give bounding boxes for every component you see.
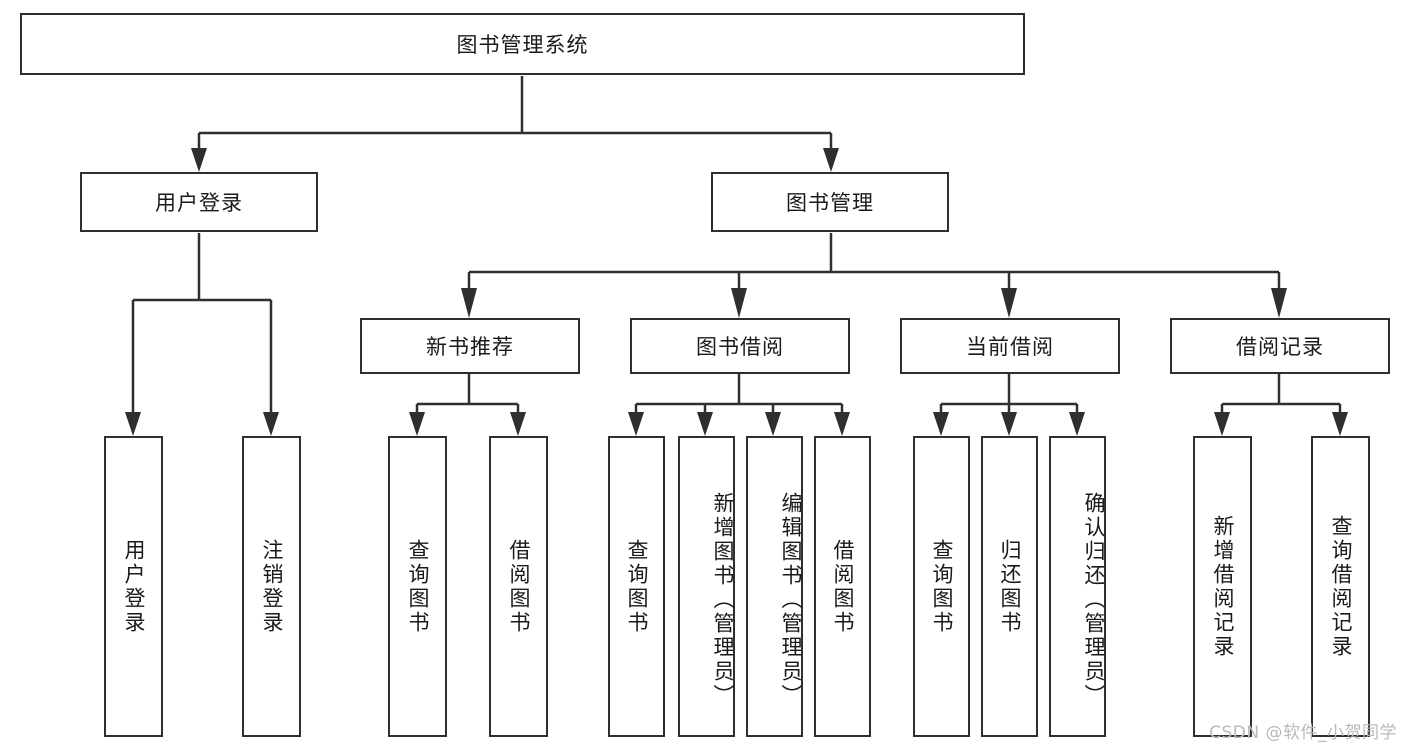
arrow-leaf-book-borrow-3 xyxy=(765,412,781,436)
leaf-borrow-record-query-record[interactable]: 查询借阅记录 xyxy=(1311,436,1370,737)
leaf-book-borrow-add-book-admin[interactable]: 新增图书（管理员） xyxy=(678,436,735,737)
node-label: 用户登录 xyxy=(122,538,146,635)
arrow-leaf-user-login-2 xyxy=(263,412,279,436)
arrow-to-current-borrow xyxy=(1001,288,1017,318)
node-book-management[interactable]: 图书管理 xyxy=(711,172,949,232)
leaf-user-login-login[interactable]: 用户登录 xyxy=(104,436,163,737)
leaf-user-login-logout[interactable]: 注销登录 xyxy=(242,436,301,737)
leaf-new-book-query-book[interactable]: 查询图书 xyxy=(388,436,447,737)
arrow-to-borrow-record xyxy=(1271,288,1287,318)
node-label: 注销登录 xyxy=(260,538,284,635)
node-label: 新增图书（管理员） xyxy=(711,491,735,708)
node-label: 图书管理系统 xyxy=(456,33,589,57)
arrow-leaf-current-borrow-3 xyxy=(1069,412,1085,436)
node-label: 新书推荐 xyxy=(426,335,514,359)
node-label: 图书借阅 xyxy=(696,335,784,359)
leaf-book-borrow-borrow-book[interactable]: 借阅图书 xyxy=(814,436,871,737)
arrow-leaf-current-borrow-1 xyxy=(933,412,949,436)
leaf-new-book-borrow-book[interactable]: 借阅图书 xyxy=(489,436,548,737)
node-label: 新增借阅记录 xyxy=(1211,514,1235,659)
arrow-leaf-book-borrow-1 xyxy=(628,412,644,436)
node-root-system[interactable]: 图书管理系统 xyxy=(20,13,1025,75)
node-label: 编辑图书（管理员） xyxy=(779,491,803,708)
leaf-book-borrow-edit-book-admin[interactable]: 编辑图书（管理员） xyxy=(746,436,803,737)
leaf-borrow-record-add-record[interactable]: 新增借阅记录 xyxy=(1193,436,1252,737)
node-label: 图书管理 xyxy=(786,191,874,215)
node-label: 查询图书 xyxy=(625,538,649,635)
arrow-leaf-borrow-record-1 xyxy=(1214,412,1230,436)
node-label: 借阅记录 xyxy=(1236,335,1324,359)
node-label: 当前借阅 xyxy=(966,335,1054,359)
node-label: 查询图书 xyxy=(930,538,954,635)
arrow-to-book-manage xyxy=(823,148,839,172)
leaf-book-borrow-query-book[interactable]: 查询图书 xyxy=(608,436,665,737)
arrow-leaf-book-borrow-2 xyxy=(697,412,713,436)
arrow-to-user-login xyxy=(191,148,207,172)
node-book-borrow[interactable]: 图书借阅 xyxy=(630,318,850,374)
arrow-leaf-current-borrow-2 xyxy=(1001,412,1017,436)
arrow-to-book-borrow xyxy=(731,288,747,318)
node-user-login[interactable]: 用户登录 xyxy=(80,172,318,232)
leaf-current-borrow-return-book[interactable]: 归还图书 xyxy=(981,436,1038,737)
leaf-current-borrow-query-book[interactable]: 查询图书 xyxy=(913,436,970,737)
node-borrow-record[interactable]: 借阅记录 xyxy=(1170,318,1390,374)
node-label: 确认归还（管理员） xyxy=(1082,491,1106,708)
arrow-leaf-new-book-2 xyxy=(510,412,526,436)
arrow-leaf-new-book-1 xyxy=(409,412,425,436)
node-new-book-recommend[interactable]: 新书推荐 xyxy=(360,318,580,374)
node-label: 借阅图书 xyxy=(831,538,855,635)
node-label: 用户登录 xyxy=(155,191,243,215)
arrow-leaf-book-borrow-4 xyxy=(834,412,850,436)
watermark-credit: CSDN @软件_小贺同学 xyxy=(1209,723,1397,743)
node-label: 查询借阅记录 xyxy=(1329,514,1353,659)
node-label: 借阅图书 xyxy=(507,538,531,635)
arrow-leaf-borrow-record-2 xyxy=(1332,412,1348,436)
node-current-borrow[interactable]: 当前借阅 xyxy=(900,318,1120,374)
arrow-leaf-user-login-1 xyxy=(125,412,141,436)
node-label: 归还图书 xyxy=(998,538,1022,635)
node-label: 查询图书 xyxy=(406,538,430,635)
leaf-current-borrow-confirm-return-admin[interactable]: 确认归还（管理员） xyxy=(1049,436,1106,737)
arrow-to-new-book xyxy=(461,288,477,318)
